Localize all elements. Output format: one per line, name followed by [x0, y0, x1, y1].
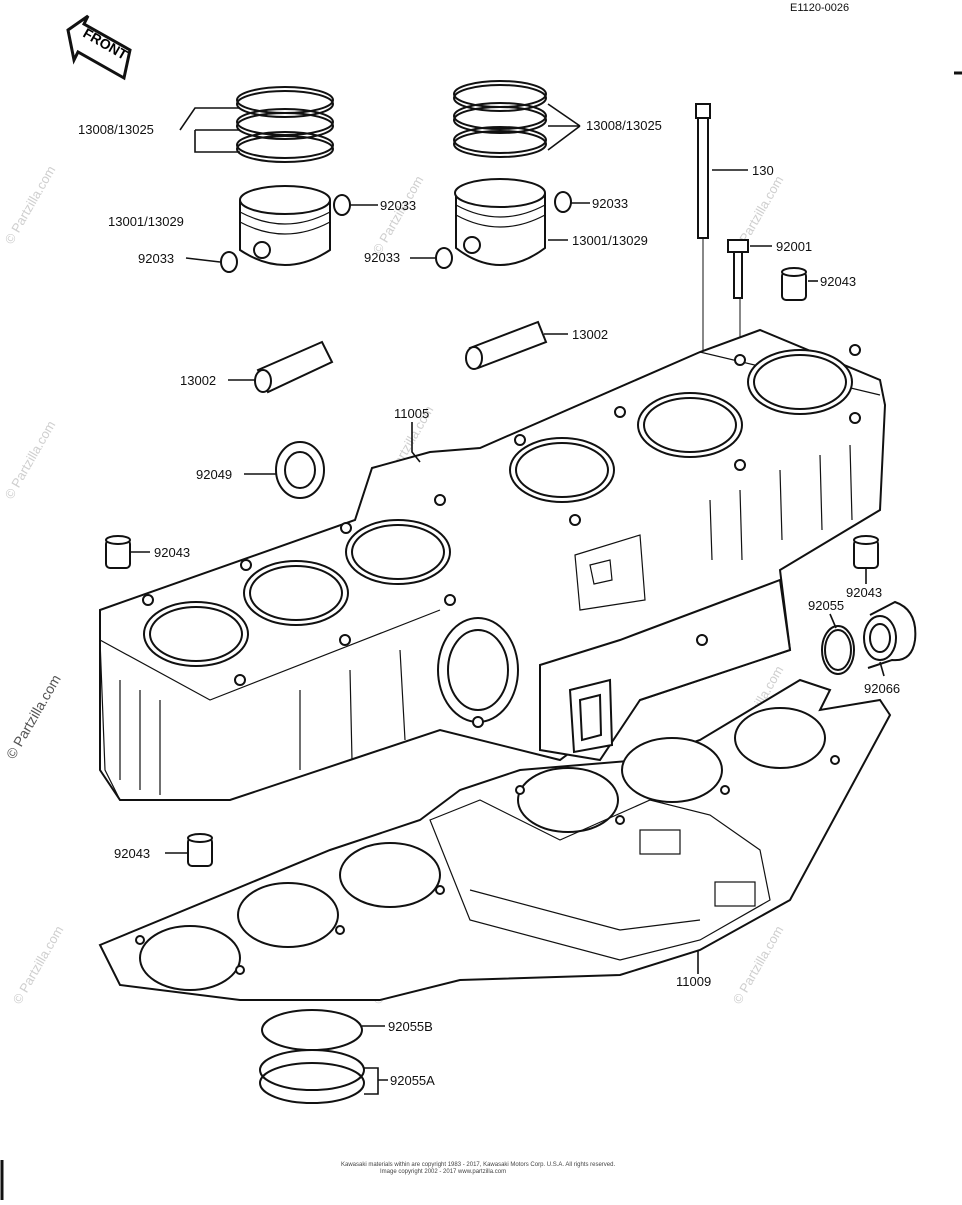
- label-stud: 130: [752, 163, 774, 178]
- bolt: [727, 239, 749, 299]
- piston-rings-left: [236, 86, 334, 163]
- watermark: © Partzilla.com: [2, 163, 59, 246]
- o-ring-b: [261, 1009, 363, 1051]
- label-cylinder: 11005: [394, 406, 429, 421]
- oil-seal: [275, 441, 325, 499]
- watermark: © Partzilla.com: [3, 672, 64, 762]
- label-oring-a: 92055A: [390, 1073, 435, 1088]
- circlip-right-lower: [435, 247, 453, 269]
- callout-labels: 13008/13025 13001/13029 92033 92033 1300…: [78, 118, 900, 1088]
- piston-pin-right: [465, 320, 548, 370]
- label-clip-left-lower: 92033: [138, 251, 174, 266]
- circlip-left-upper: [333, 194, 351, 216]
- label-piston-right: 13001/13029: [572, 233, 648, 248]
- leader-lines: [130, 103, 885, 1095]
- label-clip-right-upper: 92033: [592, 196, 628, 211]
- watermark: © Partzilla.com: [2, 418, 59, 501]
- label-piston-left: 13001/13029: [108, 214, 184, 229]
- diagram-code: E1120-0026: [790, 2, 849, 14]
- label-bolt: 92001: [776, 239, 812, 254]
- o-ring-right: [821, 625, 855, 675]
- piston-rings-right: [453, 80, 547, 158]
- copyright-line-1: Kawasaki materials within are copyright …: [341, 1162, 615, 1168]
- label-oil-seal: 92049: [196, 467, 232, 482]
- label-dowel-bottom: 92043: [114, 846, 150, 861]
- label-dowel-top-right: 92043: [820, 274, 856, 289]
- label-dowel-left: 92043: [154, 545, 190, 560]
- stud: [695, 103, 711, 239]
- watermark: © Partzilla.com: [370, 173, 427, 256]
- cylinder-block: [99, 328, 887, 801]
- dowel: [853, 535, 879, 569]
- front-arrow-icon: FRONT: [66, 14, 132, 81]
- base-gasket: [98, 678, 892, 1001]
- label-oring-right: 92055: [808, 598, 844, 613]
- label-pin-right: 13002: [572, 327, 608, 342]
- label-rings-left: 13008/13025: [78, 122, 154, 137]
- dowel: [187, 833, 213, 867]
- circlip-right-upper: [554, 191, 572, 213]
- label-base-gasket: 11009: [676, 974, 711, 989]
- watermark: © Partzilla.com: [730, 923, 787, 1006]
- piston-pin-left: [254, 340, 334, 394]
- dowel: [781, 267, 807, 301]
- dowel: [105, 535, 131, 569]
- label-pin-left: 13002: [180, 373, 216, 388]
- piston-right: [454, 178, 546, 266]
- label-oring-b: 92055B: [388, 1019, 433, 1034]
- label-rings-right: 13008/13025: [586, 118, 662, 133]
- label-dowel-right: 92043: [846, 585, 882, 600]
- label-seal-right: 92066: [864, 681, 900, 696]
- o-ring-a: [259, 1049, 365, 1104]
- circlip-left-lower: [220, 251, 238, 273]
- copyright-line-2: Image copyright 2002 - 2017 www.partzill…: [380, 1169, 506, 1175]
- watermark: © Partzilla.com: [10, 923, 67, 1006]
- piston-left: [239, 185, 331, 266]
- label-clip-right-lower: 92033: [364, 250, 400, 265]
- label-clip-left-upper: 92033: [380, 198, 416, 213]
- oil-seal-right: [863, 600, 917, 669]
